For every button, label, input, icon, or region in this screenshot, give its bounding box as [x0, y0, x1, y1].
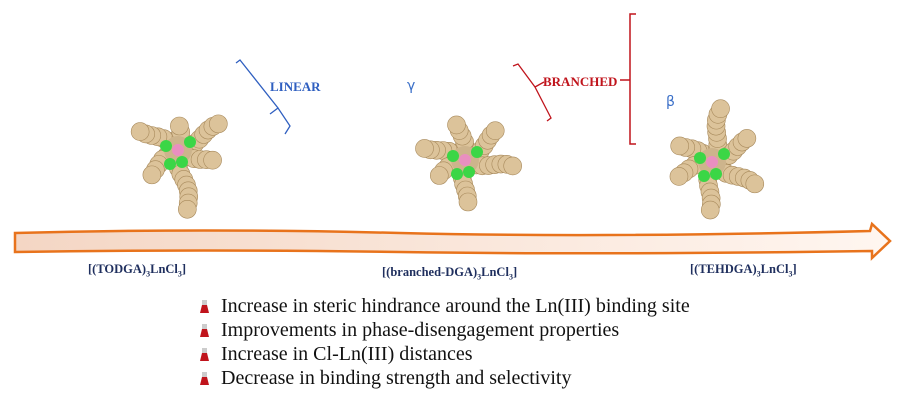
compound-label-tehdga: [(TEHDGA)3LnCl3]	[690, 262, 797, 279]
progress-arrow	[13, 221, 892, 261]
metal-center	[459, 154, 471, 166]
chloride-sphere	[176, 156, 188, 168]
flask-icon	[200, 299, 209, 313]
chloride-sphere	[698, 170, 710, 182]
flask-icon	[200, 323, 209, 337]
beta-label: β	[666, 94, 675, 110]
chloride-sphere	[160, 140, 172, 152]
bullet-item: Increase in steric hindrance around the …	[200, 295, 690, 318]
flask-icon	[200, 371, 209, 385]
todga-complex	[130, 114, 228, 219]
chloride-sphere	[471, 146, 483, 158]
chloride-sphere	[718, 148, 730, 160]
branched-large-bracket	[620, 13, 636, 145]
chloride-sphere	[447, 150, 459, 162]
gamma-label: γ	[407, 78, 416, 94]
branched-dga-complex	[415, 115, 522, 212]
metal-center	[706, 156, 718, 168]
branched-small-bracket	[512, 63, 552, 122]
chloride-sphere	[164, 158, 176, 170]
linear-bracket	[235, 59, 291, 135]
bullet-item: Improvements in phase-disengagement prop…	[200, 319, 619, 342]
flask-icon	[200, 347, 209, 361]
chloride-sphere	[184, 136, 196, 148]
compound-label-branched-dga: [(branched-DGA)3LnCl3]	[382, 265, 518, 282]
linear-label: LINEAR	[270, 79, 321, 94]
chloride-sphere	[463, 166, 475, 178]
metal-center	[172, 144, 184, 156]
chloride-sphere	[451, 168, 463, 180]
bullet-item: Decrease in binding strength and selecti…	[200, 367, 571, 390]
branched-label: BRANCHED	[543, 74, 618, 89]
tehdga-complex	[669, 99, 765, 220]
bullet-item: Increase in Cl-Ln(III) distances	[200, 343, 473, 366]
chloride-sphere	[694, 152, 706, 164]
compound-label-todga: [(TODGA)3LnCl3]	[88, 262, 187, 279]
chloride-sphere	[710, 168, 722, 180]
